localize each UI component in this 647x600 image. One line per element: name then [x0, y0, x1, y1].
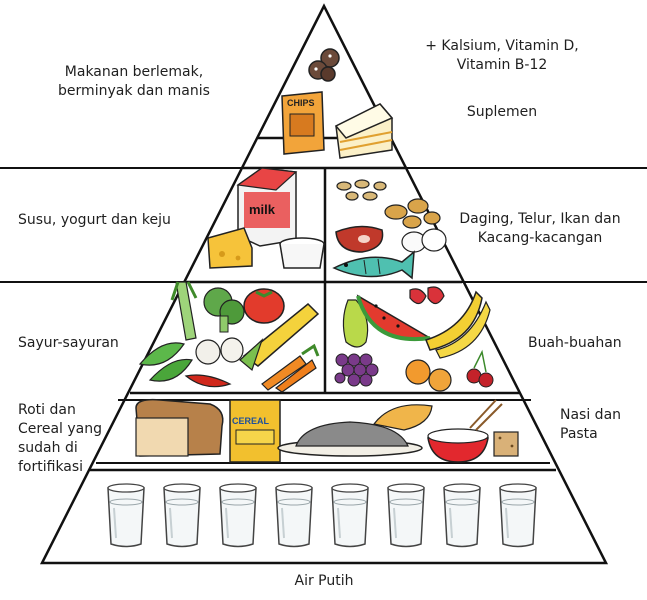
- label-nutrients-line1: + Kalsium, Vitamin D,: [425, 38, 579, 54]
- label-nutrients-line2: Vitamin B-12: [456, 57, 548, 73]
- label-rice-line2: Pasta: [560, 426, 598, 442]
- corn-icon: [239, 302, 320, 372]
- garlic-icon: [195, 337, 244, 365]
- banana-icon: [425, 290, 491, 359]
- label-grains-left: Roti dan Cereal yang sudah di fortifikas…: [18, 401, 102, 477]
- crackers-icon: [493, 431, 519, 457]
- nuts-icon: [336, 179, 387, 201]
- water-glass-icon: [443, 483, 481, 548]
- bread-icon: [135, 398, 224, 457]
- label-sweets-line2: berminyak dan manis: [58, 83, 210, 99]
- carrots-icon: [261, 343, 320, 393]
- label-grains-line2: Cereal yang: [18, 421, 102, 437]
- peas-icon: [138, 342, 193, 382]
- water-glasses: [107, 483, 537, 548]
- tomato-icon: [243, 288, 285, 324]
- eggs-icon: [401, 228, 447, 253]
- peanuts-icon: [384, 198, 441, 229]
- water-glass-icon: [275, 483, 313, 548]
- label-supplements-nutrients: + Kalsium, Vitamin D, Vitamin B-12: [412, 37, 592, 75]
- apricots-icon: [405, 359, 452, 392]
- label-protein-line1: Daging, Telur, Ikan dan: [459, 211, 621, 227]
- cereal-label: CEREAL: [232, 416, 270, 426]
- label-rice-pasta: Nasi dan Pasta: [560, 406, 621, 444]
- label-vegetables: Sayur-sayuran: [18, 335, 119, 351]
- yogurt-cup-icon: [279, 237, 325, 269]
- label-fruits: Buah-buahan: [528, 335, 622, 351]
- cherries-icon: [466, 349, 494, 388]
- label-rice-line1: Nasi dan: [560, 407, 622, 423]
- milk-label: milk: [249, 202, 276, 217]
- watermelon-icon: [356, 294, 433, 341]
- strawberries-icon: [409, 286, 445, 305]
- chili-icon: [184, 374, 232, 388]
- cheese-icon: [207, 227, 253, 269]
- steak-icon: [335, 225, 384, 253]
- cake-icon: [334, 103, 394, 159]
- label-grains-line1: Roti dan: [18, 402, 76, 418]
- water-glass-icon: [107, 483, 145, 548]
- label-grains-line3: sudah di: [18, 440, 78, 456]
- label-supplements: Suplemen: [466, 104, 538, 120]
- grapes-icon: [334, 353, 379, 387]
- leek-icon: [170, 281, 198, 341]
- label-dairy: Susu, yogurt dan keju: [18, 212, 171, 228]
- label-protein-line2: Kacang-kacangan: [477, 230, 603, 246]
- water-glass-icon: [331, 483, 369, 548]
- label-sweets-fats: Makanan berlemak, berminyak dan manis: [30, 63, 238, 101]
- chips-bag-icon: CHIPS: [281, 91, 325, 155]
- label-water: Air Putih: [294, 573, 354, 589]
- cereal-box-icon: CEREAL: [229, 399, 281, 463]
- label-sweets-line1: Makanan berlemak,: [64, 64, 204, 80]
- pasta-plate-icon: [277, 421, 423, 457]
- label-protein: Daging, Telur, Ikan dan Kacang-kacangan: [440, 210, 640, 248]
- rice-bowl-icon: [427, 399, 503, 463]
- label-grains-line4: fortifikasi: [18, 459, 84, 475]
- cookie-icon: [308, 48, 340, 82]
- water-glass-icon: [387, 483, 425, 548]
- water-glass-icon: [163, 483, 201, 548]
- chips-label: CHIPS: [287, 98, 315, 108]
- water-glass-icon: [499, 483, 537, 548]
- water-glass-icon: [219, 483, 257, 548]
- fish-icon: [332, 250, 415, 280]
- broccoli-icon: [203, 287, 245, 333]
- croissant-icon: [372, 404, 433, 431]
- grain-shelf: [96, 399, 550, 464]
